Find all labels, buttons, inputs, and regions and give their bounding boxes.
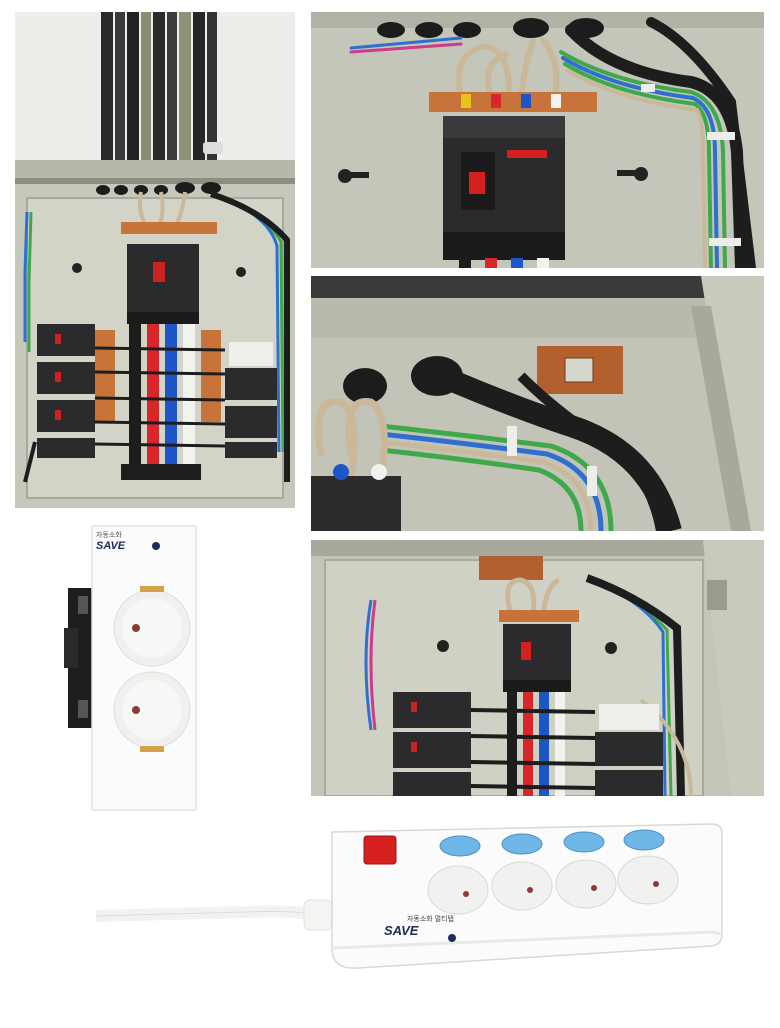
power-strip-drawing — [96, 818, 726, 974]
main-breaker-closeup-drawing — [311, 12, 764, 268]
strip-sockets — [427, 855, 679, 915]
power-strip-brand-korean: 자동소화 멀티탭 — [406, 916, 454, 923]
wall-outlet-drawing — [62, 524, 202, 814]
power-strip-brand: 자동소화 멀티탭 SAVE — [384, 916, 474, 938]
distribution-board-overview-drawing — [15, 12, 295, 508]
photo-main-breaker-closeup — [311, 12, 764, 268]
photo-distribution-board-breakers — [311, 540, 764, 796]
strip-save-logo-icon — [448, 934, 456, 942]
main-breaker — [127, 244, 199, 324]
cable-entry-closeup-drawing — [311, 276, 764, 531]
save-logo-icon — [152, 542, 160, 550]
distribution-board-breakers-drawing — [311, 540, 764, 796]
wall-outlet-brand: 자동소화 SAVE — [96, 532, 152, 552]
photo-distribution-board-overview — [15, 12, 295, 508]
power-switch-icon — [363, 835, 397, 865]
routed-wires — [23, 191, 290, 483]
main-breaker-body — [443, 116, 565, 260]
vertical-conduits — [101, 12, 223, 162]
wall-outlet-brand-name: SAVE — [96, 540, 126, 552]
branch-breakers-left — [37, 324, 95, 458]
power-strip-brand-name: SAVE — [384, 923, 419, 938]
photo-wall-outlet: 자동소화 SAVE — [62, 524, 202, 814]
branch-breakers-right — [225, 342, 277, 458]
photo-cable-entry-closeup — [311, 276, 764, 531]
photo-power-strip: 자동소화 멀티탭 SAVE — [96, 818, 726, 974]
wall-outlet-brand-korean: 자동소화 — [96, 532, 122, 539]
outlet-indicators — [439, 829, 665, 857]
